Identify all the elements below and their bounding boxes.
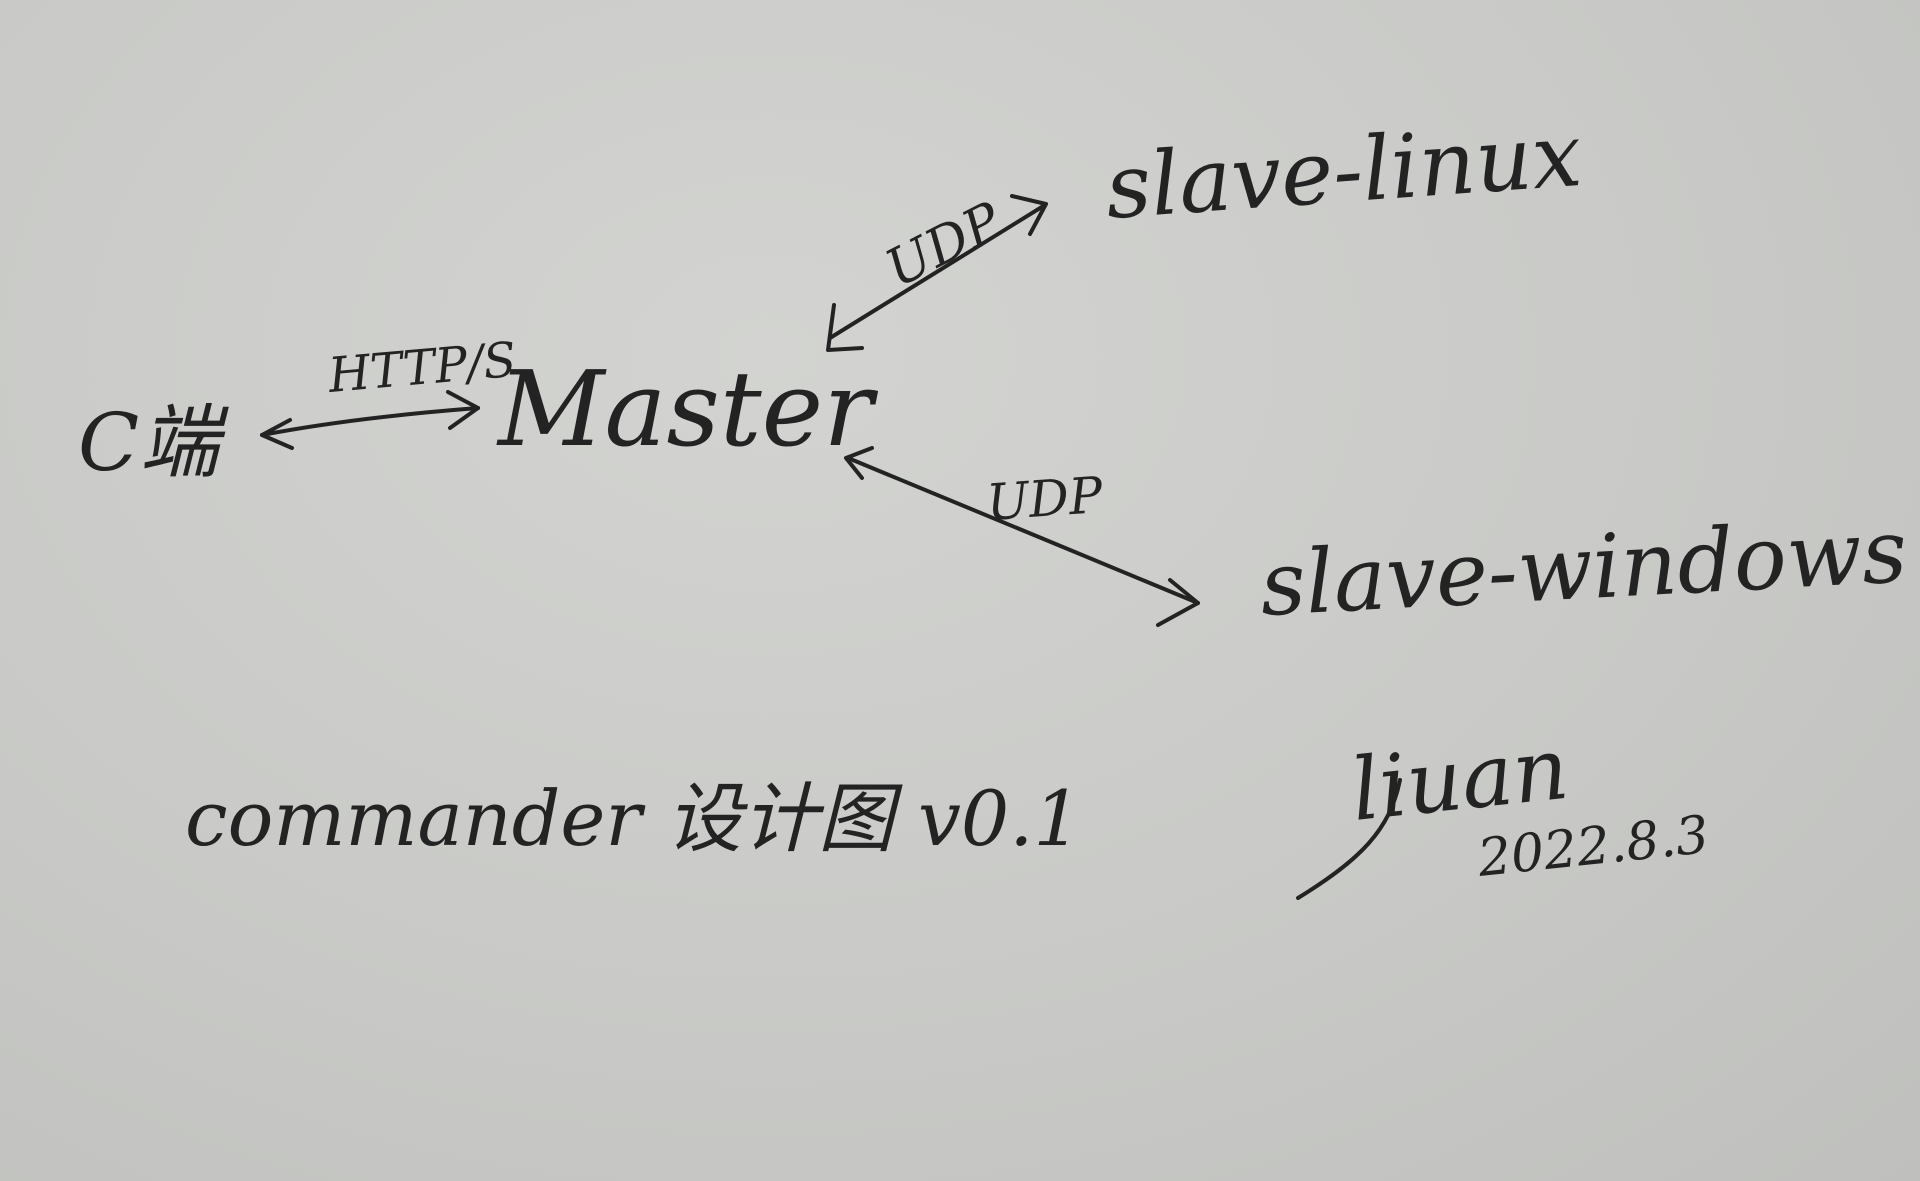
edge-master-linux-line <box>828 203 1047 340</box>
edge-master-windows-label: UDP <box>985 466 1106 532</box>
edge-master-windows-left-arrowhead <box>844 446 874 480</box>
edge-master-windows <box>844 446 1200 627</box>
edge-client-master-left-arrowhead <box>260 418 294 450</box>
edge-master-linux-lower-arrowhead <box>826 303 864 352</box>
edge-master-windows-line <box>846 456 1200 605</box>
node-slave-linux: slave-linux <box>1102 103 1585 239</box>
signature-flourish <box>1296 778 1402 900</box>
node-client: C端 <box>78 396 229 489</box>
edge-client-master-label: HTTP/S <box>325 332 518 404</box>
edge-client-master-right-arrowhead <box>446 390 480 430</box>
node-master: Master <box>496 348 878 470</box>
edge-master-windows-right-arrowhead <box>1156 578 1200 627</box>
node-slave-windows: slave-windows <box>1258 499 1910 636</box>
signature: liuan 2022.8.3 <box>1296 719 1712 900</box>
edge-master-linux <box>826 194 1048 352</box>
caption: commander 设计图 v0.1 <box>185 774 1082 863</box>
edge-client-master <box>260 390 480 450</box>
edge-master-linux-upper-arrowhead <box>1010 194 1048 236</box>
edge-client-master-line <box>260 406 480 437</box>
edge-master-linux-label: UDP <box>877 191 1013 300</box>
